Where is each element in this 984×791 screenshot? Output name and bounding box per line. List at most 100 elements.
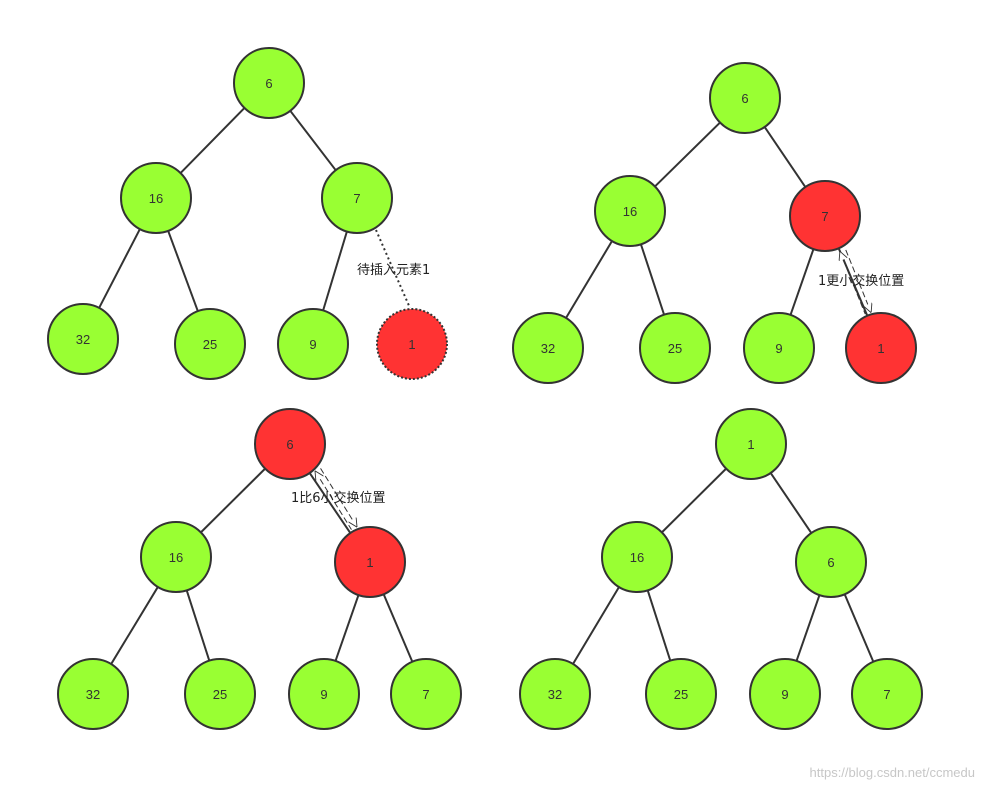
tree-edge bbox=[334, 594, 360, 662]
heap-node: 32 bbox=[512, 312, 584, 384]
node-value: 16 bbox=[169, 550, 183, 565]
node-value: 32 bbox=[548, 687, 562, 702]
node-circle bbox=[519, 658, 591, 730]
tree-edge bbox=[639, 243, 666, 316]
panel-4-nodes: 1 16 6 32 25 9 7 bbox=[519, 408, 923, 730]
node-circle bbox=[851, 658, 923, 730]
heap-node: 7 bbox=[851, 658, 923, 730]
tree-edge bbox=[308, 472, 352, 534]
panel-4-edges bbox=[572, 467, 875, 665]
node-value: 6 bbox=[286, 437, 293, 452]
highlighted-node-circle bbox=[789, 180, 861, 252]
node-value: 6 bbox=[741, 91, 748, 106]
heap-node: 7 bbox=[321, 162, 393, 234]
heap-node: 9 bbox=[749, 658, 821, 730]
step-annotation: 待插入元素1 bbox=[357, 263, 430, 278]
node-value: 6 bbox=[827, 555, 834, 570]
node-value: 25 bbox=[668, 341, 682, 356]
node-value: 7 bbox=[422, 687, 429, 702]
swap-arrow-down bbox=[320, 468, 357, 526]
heap-node: 16 bbox=[140, 521, 212, 593]
tree-edge bbox=[763, 126, 807, 188]
node-value: 16 bbox=[630, 550, 644, 565]
heap-node: 6 bbox=[709, 62, 781, 134]
node-value: 1 bbox=[877, 341, 884, 356]
node-value: 7 bbox=[883, 687, 890, 702]
step-annotation: 1比6小交换位置 bbox=[291, 490, 386, 506]
tree-edge bbox=[654, 121, 721, 188]
swap-arrow-down bbox=[845, 249, 871, 312]
step-annotation: 1更小交换位置 bbox=[818, 273, 904, 289]
heap-node: 16 bbox=[601, 521, 673, 593]
node-circle bbox=[601, 521, 673, 593]
node-value: 9 bbox=[320, 687, 327, 702]
heap-node: 9 bbox=[277, 308, 349, 380]
node-value: 25 bbox=[203, 337, 217, 352]
node-value: 6 bbox=[265, 76, 272, 91]
heap-node: 25 bbox=[639, 312, 711, 384]
heap-node: 9 bbox=[288, 658, 360, 730]
panel-2-nodes: 6 16 7 32 25 9 1 bbox=[512, 62, 917, 384]
node-value: 9 bbox=[775, 341, 782, 356]
heap-node: 6 bbox=[233, 47, 305, 119]
heap-node: 25 bbox=[645, 658, 717, 730]
node-circle bbox=[743, 312, 815, 384]
tree-edge bbox=[200, 467, 266, 534]
panel-3-edges bbox=[110, 467, 414, 665]
tree-edge bbox=[110, 586, 159, 665]
node-value: 7 bbox=[821, 209, 828, 224]
heap-node: 1 bbox=[376, 308, 448, 380]
node-circle bbox=[749, 658, 821, 730]
panel-1-nodes: 6 16 7 32 25 9 1 bbox=[47, 47, 448, 380]
node-value: 1 bbox=[747, 437, 754, 452]
tree-edge bbox=[179, 107, 246, 174]
node-circle bbox=[639, 312, 711, 384]
tree-edge bbox=[167, 230, 199, 312]
node-circle bbox=[594, 175, 666, 247]
watermark-text: https://blog.csdn.net/ccmedu bbox=[810, 765, 975, 780]
heap-node: 16 bbox=[594, 175, 666, 247]
heap-node: 32 bbox=[57, 658, 129, 730]
node-circle bbox=[390, 658, 462, 730]
highlighted-node-circle bbox=[376, 308, 448, 380]
node-circle bbox=[174, 308, 246, 380]
tree-edge bbox=[322, 231, 348, 311]
node-circle bbox=[120, 162, 192, 234]
edges-layer bbox=[98, 107, 875, 665]
node-value: 9 bbox=[309, 337, 316, 352]
tree-edge bbox=[185, 590, 211, 661]
node-circle bbox=[288, 658, 360, 730]
panel-3-nodes: 6 16 1 32 25 9 7 bbox=[57, 408, 462, 730]
heap-node: 16 bbox=[120, 162, 192, 234]
tree-edge bbox=[843, 593, 875, 663]
heap-node: 1 bbox=[845, 312, 917, 384]
swap-arrow-up bbox=[840, 252, 866, 315]
node-value: 16 bbox=[149, 191, 163, 206]
tree-edge bbox=[769, 472, 813, 534]
tree-edge bbox=[382, 593, 414, 663]
heap-node: 1 bbox=[334, 526, 406, 598]
node-circle bbox=[645, 658, 717, 730]
tree-edge bbox=[289, 110, 337, 171]
highlighted-node-circle bbox=[334, 526, 406, 598]
heap-node: 25 bbox=[184, 658, 256, 730]
heap-node: 7 bbox=[390, 658, 462, 730]
heap-node: 6 bbox=[795, 526, 867, 598]
node-circle bbox=[57, 658, 129, 730]
tree-edge bbox=[795, 594, 821, 662]
node-value: 32 bbox=[76, 332, 90, 347]
node-circle bbox=[184, 658, 256, 730]
panel-1-edges bbox=[98, 107, 348, 312]
highlighted-node-circle bbox=[845, 312, 917, 384]
tree-edge bbox=[565, 240, 613, 319]
node-value: 25 bbox=[213, 687, 227, 702]
heap-node: 9 bbox=[743, 312, 815, 384]
tree-edge bbox=[646, 590, 672, 661]
heap-node: 32 bbox=[519, 658, 591, 730]
node-circle bbox=[795, 526, 867, 598]
node-value: 1 bbox=[408, 337, 415, 352]
tree-edge bbox=[661, 467, 727, 534]
annotations-layer: 待插入元素1 1更小交换位置 1比6小交换位置 bbox=[291, 229, 904, 530]
